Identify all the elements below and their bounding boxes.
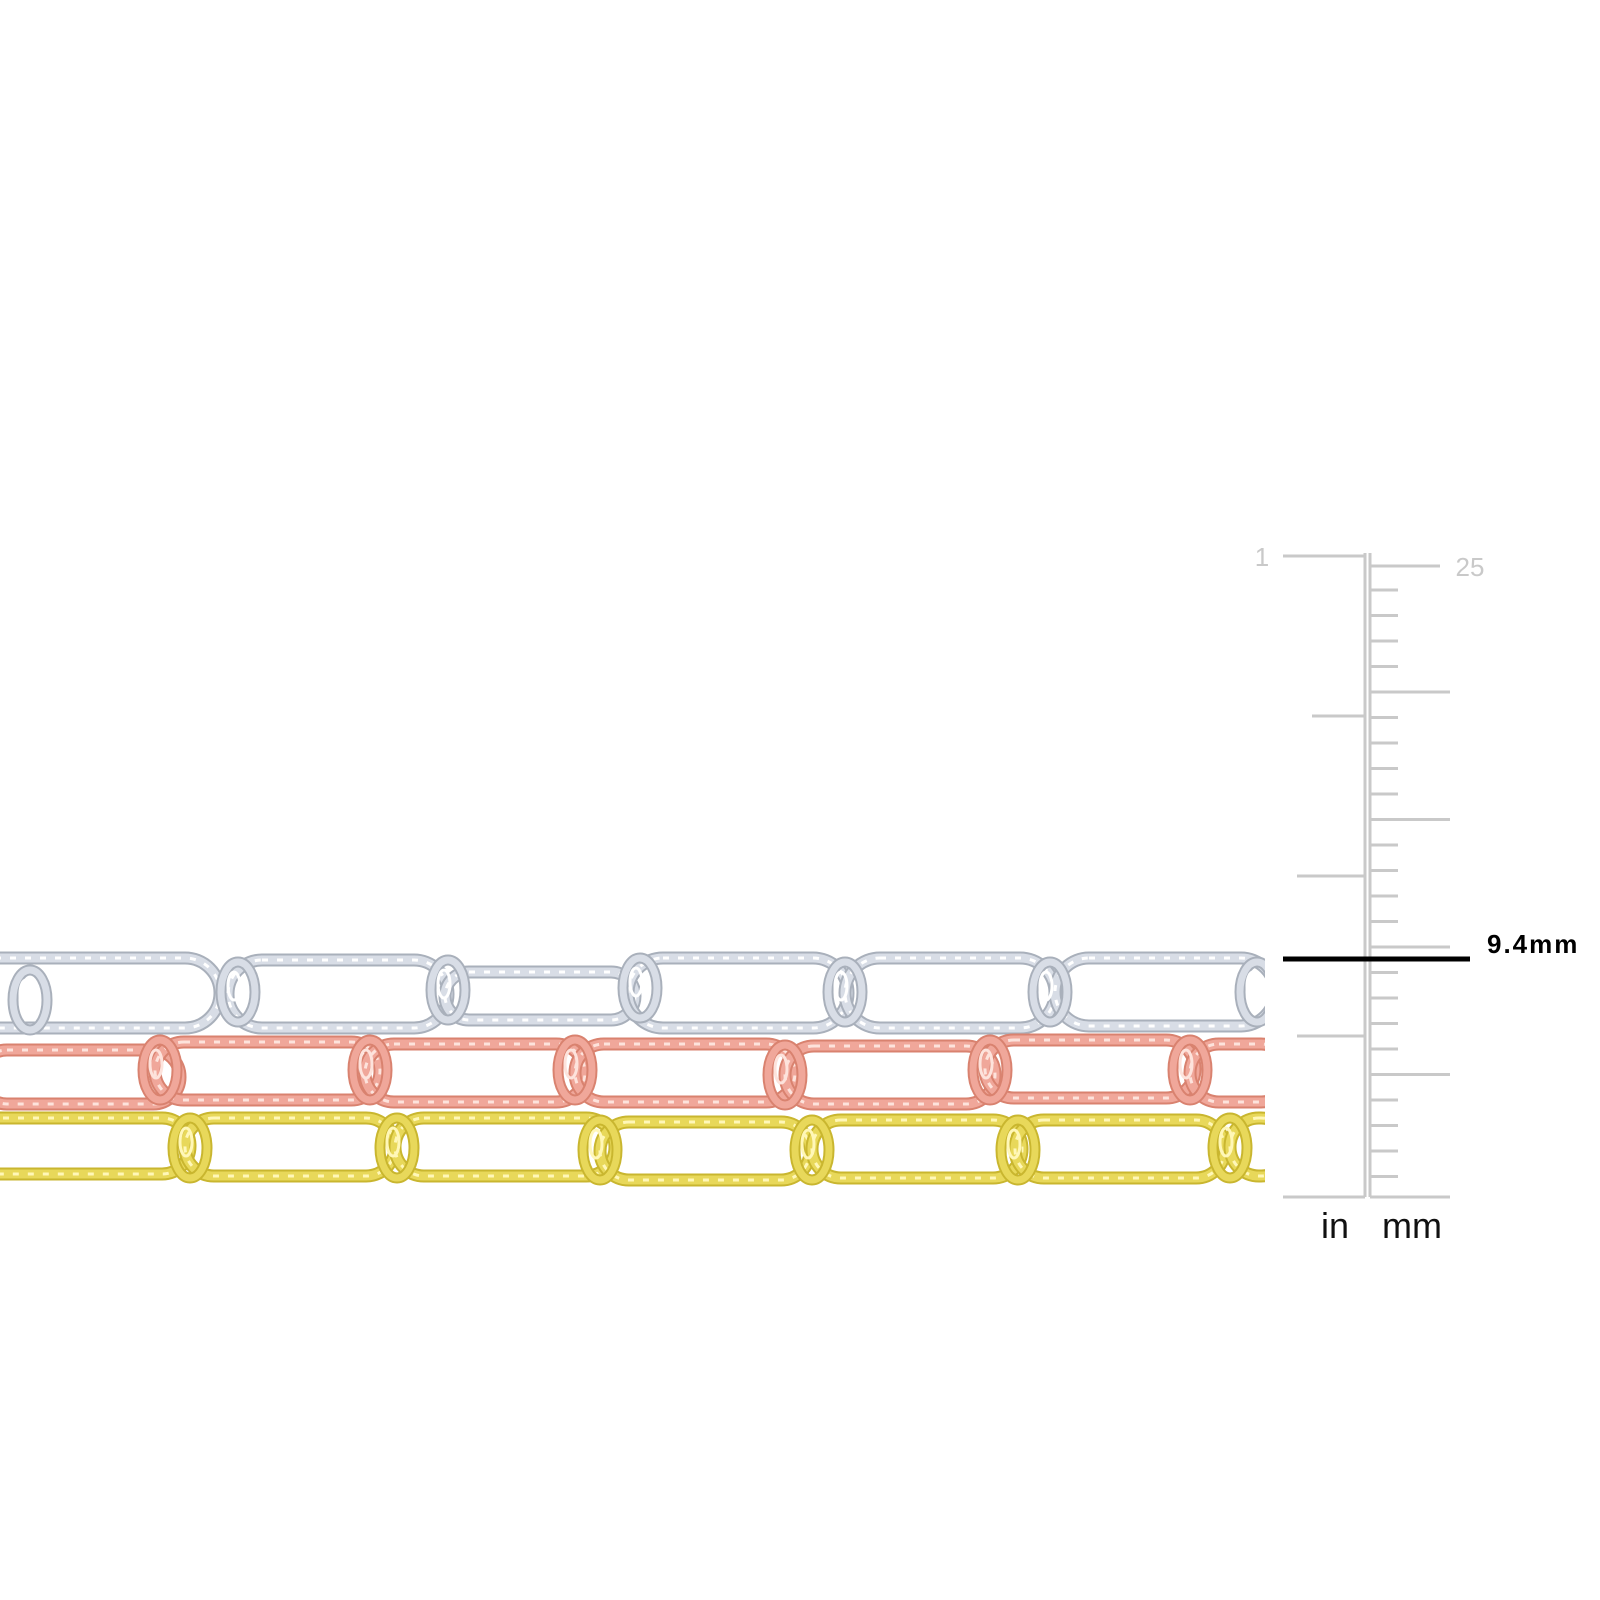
chain-connector-shine <box>1006 1128 1022 1160</box>
chain-link <box>593 1115 817 1187</box>
chain-link <box>838 951 1062 1035</box>
chain-link-sparkle <box>1228 1116 1265 1178</box>
chain-connector-body <box>1236 958 1265 1026</box>
chain-link-sparkle <box>626 956 850 1030</box>
chain-link <box>221 953 455 1035</box>
chain-link-sparkle <box>153 1040 382 1102</box>
chain-link <box>358 1037 592 1109</box>
chain-connector-shine <box>178 1126 194 1158</box>
chain-connector-body <box>554 1036 596 1104</box>
chain-connector-shine <box>773 1053 789 1085</box>
chain-link-sparkle <box>0 1116 192 1176</box>
chain-link <box>0 1111 197 1181</box>
chain-link <box>568 1037 802 1109</box>
chain-link-sparkle <box>226 958 450 1030</box>
chain-connector-shine <box>588 1128 604 1160</box>
chain-link-sparkle <box>1188 1042 1265 1104</box>
chain-connector-body <box>169 1114 211 1182</box>
chain-connector-shine <box>226 970 242 1002</box>
ruler-inch-unit: in <box>1321 1205 1349 1246</box>
chain-connector-body <box>139 1036 181 1104</box>
chain-link-sparkle <box>1013 1118 1227 1180</box>
chain-link-body <box>360 1039 590 1107</box>
chain-link-body <box>150 1037 385 1105</box>
chain-connector-shine <box>385 1126 401 1158</box>
chain-connector-shine <box>148 1048 164 1080</box>
chain-connector-body <box>791 1116 833 1184</box>
chain-connector-shine <box>436 968 452 1000</box>
chain-connector-body <box>376 1114 418 1182</box>
chain-connector-body <box>427 956 469 1024</box>
chain-connector-shine <box>800 1128 816 1160</box>
chain-link-sparkle <box>443 970 637 1022</box>
chain-link <box>438 965 642 1027</box>
chain-link-sparkle <box>783 1044 997 1106</box>
chain-connector-body <box>349 1036 391 1104</box>
width-measurement: 9.4mm <box>1283 929 1579 962</box>
chain-link-body <box>595 1117 815 1185</box>
chain-connector-body <box>1209 1114 1251 1182</box>
chain-connector-body <box>9 966 51 1034</box>
chain-link-sparkle <box>183 1116 397 1178</box>
chain-link-sparkle <box>598 1120 812 1182</box>
chain-link-sparkle <box>0 1048 182 1106</box>
chain-connector-body <box>619 954 661 1022</box>
ruler-mm-unit: mm <box>1382 1205 1442 1246</box>
chain-connector-body <box>217 958 259 1026</box>
chain-connector-body <box>1029 958 1071 1026</box>
chain-connector-body <box>1169 1036 1211 1104</box>
chain-link-body <box>980 1035 1200 1103</box>
mm-ticks <box>1370 588 1450 1178</box>
chain-connector-body <box>579 1116 621 1184</box>
chain-link <box>178 1111 402 1183</box>
chain-link-sparkle <box>393 1116 617 1178</box>
chain-connector-shine <box>358 1048 374 1080</box>
chain-connector-shine <box>18 978 34 1010</box>
ruler-top-inch-label: 1 <box>1255 542 1269 572</box>
chain-connector-shine <box>1178 1048 1194 1080</box>
chain-link-body <box>807 1115 1027 1183</box>
chain-link-body <box>0 1113 195 1179</box>
chain-link-sparkle <box>810 1118 1024 1180</box>
chain-link-body <box>570 1039 800 1107</box>
chain-link <box>805 1113 1029 1185</box>
chain-connector-shine <box>1218 1126 1234 1158</box>
chain-connector-body <box>997 1116 1039 1184</box>
chain-link-body <box>840 953 1060 1033</box>
chain-connector-shine <box>978 1048 994 1080</box>
chain-link-sparkle <box>363 1042 587 1104</box>
chain-connector-shine <box>1038 970 1054 1002</box>
paperclip-chain-bracelets <box>0 951 1265 1187</box>
chain-link <box>1008 1113 1232 1185</box>
chain-link-body <box>223 955 453 1033</box>
white-chain <box>0 951 1265 1036</box>
chain-connector-shine <box>833 970 849 1002</box>
chain-connector-shine <box>628 966 644 998</box>
chain-link <box>148 1035 387 1107</box>
chain-link-body <box>780 1041 1000 1109</box>
yellow-chain <box>0 1111 1265 1187</box>
rose-chain <box>0 1033 1265 1111</box>
chain-link-body <box>180 1113 400 1181</box>
chain-connector-body <box>969 1036 1011 1104</box>
chain-link-body <box>440 967 640 1025</box>
chain-connector-shine <box>1245 970 1261 1002</box>
measurement-label: 9.4mm <box>1487 929 1579 959</box>
chain-link <box>978 1033 1202 1105</box>
chain-link-sparkle <box>983 1038 1197 1100</box>
chain-link-sparkle <box>573 1042 797 1104</box>
chain-link-body <box>1010 1115 1230 1183</box>
size-ruler: 1 25 in mm <box>1255 542 1485 1246</box>
chain-connector-body <box>824 958 866 1026</box>
inch-ticks <box>1297 714 1365 1038</box>
chain-link-sparkle <box>1053 956 1265 1028</box>
chain-connector-shine <box>563 1048 579 1080</box>
chain-link <box>778 1039 1002 1111</box>
ruler-top-mm-label: 25 <box>1456 552 1485 582</box>
chain-connector-body <box>764 1041 806 1109</box>
chain-link-sparkle <box>843 956 1057 1030</box>
